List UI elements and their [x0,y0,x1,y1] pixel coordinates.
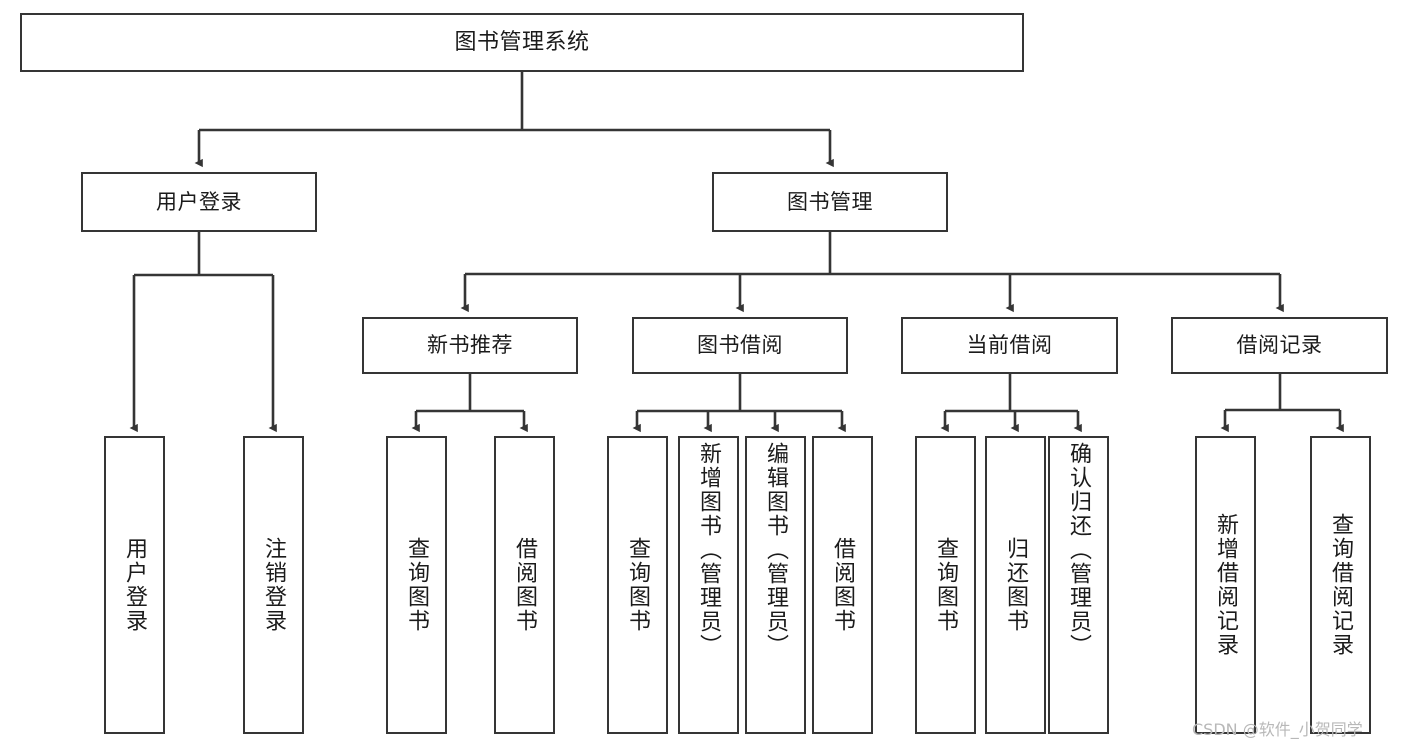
node-label: 图书管理 [787,189,873,214]
node-label: 借阅图书 [830,537,856,633]
leaf-user-login[interactable]: 用户登录 [104,436,165,734]
leaf-borrow-query-book[interactable]: 查询图书 [607,436,668,734]
node-label: 编辑图书（管理员） [763,442,789,658]
node-label: 借阅图书 [512,537,538,633]
node-label: 新增借阅记录 [1213,513,1239,657]
node-label: 查询借阅记录 [1328,513,1354,657]
node-label: 用户登录 [156,189,242,214]
leaf-borrow-add-book[interactable]: 新增图书（管理员） [678,436,739,734]
leaf-current-confirm-return[interactable]: 确认归还（管理员） [1048,436,1109,734]
node-label: 新增图书（管理员） [696,442,722,658]
node-label: 用户登录 [122,537,148,633]
leaf-records-query[interactable]: 查询借阅记录 [1310,436,1371,734]
leaf-user-logout[interactable]: 注销登录 [243,436,304,734]
node-new-book-recommend[interactable]: 新书推荐 [362,317,578,374]
node-label: 借阅记录 [1236,333,1323,358]
leaf-records-add[interactable]: 新增借阅记录 [1195,436,1256,734]
node-label: 图书管理系统 [454,29,590,55]
node-label: 归还图书 [1003,537,1029,633]
node-label: 注销登录 [261,537,287,633]
node-label: 新书推荐 [427,333,513,358]
csdn-watermark: CSDN @软件_小贺同学 [1192,720,1363,739]
node-label: 查询图书 [933,537,959,633]
node-label: 查询图书 [625,537,651,633]
node-book-borrow[interactable]: 图书借阅 [632,317,848,374]
node-book-management[interactable]: 图书管理 [712,172,948,232]
node-current-borrow[interactable]: 当前借阅 [901,317,1118,374]
node-root-system[interactable]: 图书管理系统 [20,13,1024,72]
leaf-borrow-book[interactable]: 借阅图书 [812,436,873,734]
leaf-new-books-borrow[interactable]: 借阅图书 [494,436,555,734]
leaf-new-books-query[interactable]: 查询图书 [386,436,447,734]
node-label: 查询图书 [404,537,430,633]
node-label: 图书借阅 [697,333,783,358]
leaf-borrow-edit-book[interactable]: 编辑图书（管理员） [745,436,806,734]
leaf-current-return-book[interactable]: 归还图书 [985,436,1046,734]
node-label: 当前借阅 [966,333,1053,358]
node-borrow-records[interactable]: 借阅记录 [1171,317,1388,374]
leaf-current-query-book[interactable]: 查询图书 [915,436,976,734]
node-user-login[interactable]: 用户登录 [81,172,317,232]
node-label: 确认归还（管理员） [1066,442,1092,658]
